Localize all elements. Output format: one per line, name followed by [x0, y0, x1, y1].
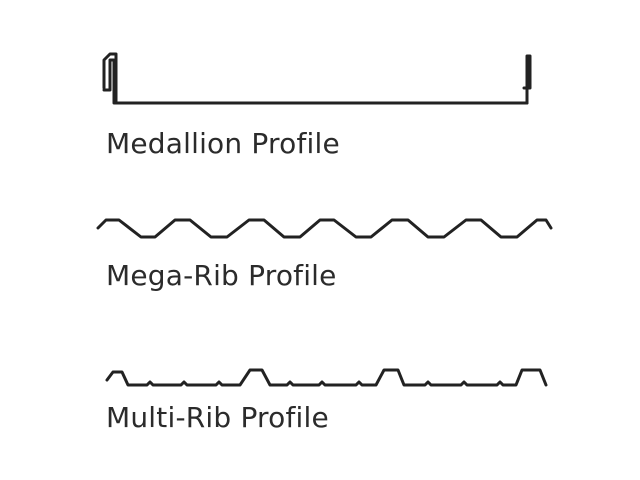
multi-rib-corrugation — [105, 368, 548, 387]
medallion-right-seam — [522, 54, 532, 105]
mega-rib-corrugation — [96, 218, 553, 239]
medallion-profile-label: Medallion Profile — [106, 127, 340, 160]
mega-rib-profile-label: Mega-Rib Profile — [106, 259, 337, 292]
multi-rib-profile-label: Multi-Rib Profile — [106, 401, 329, 434]
